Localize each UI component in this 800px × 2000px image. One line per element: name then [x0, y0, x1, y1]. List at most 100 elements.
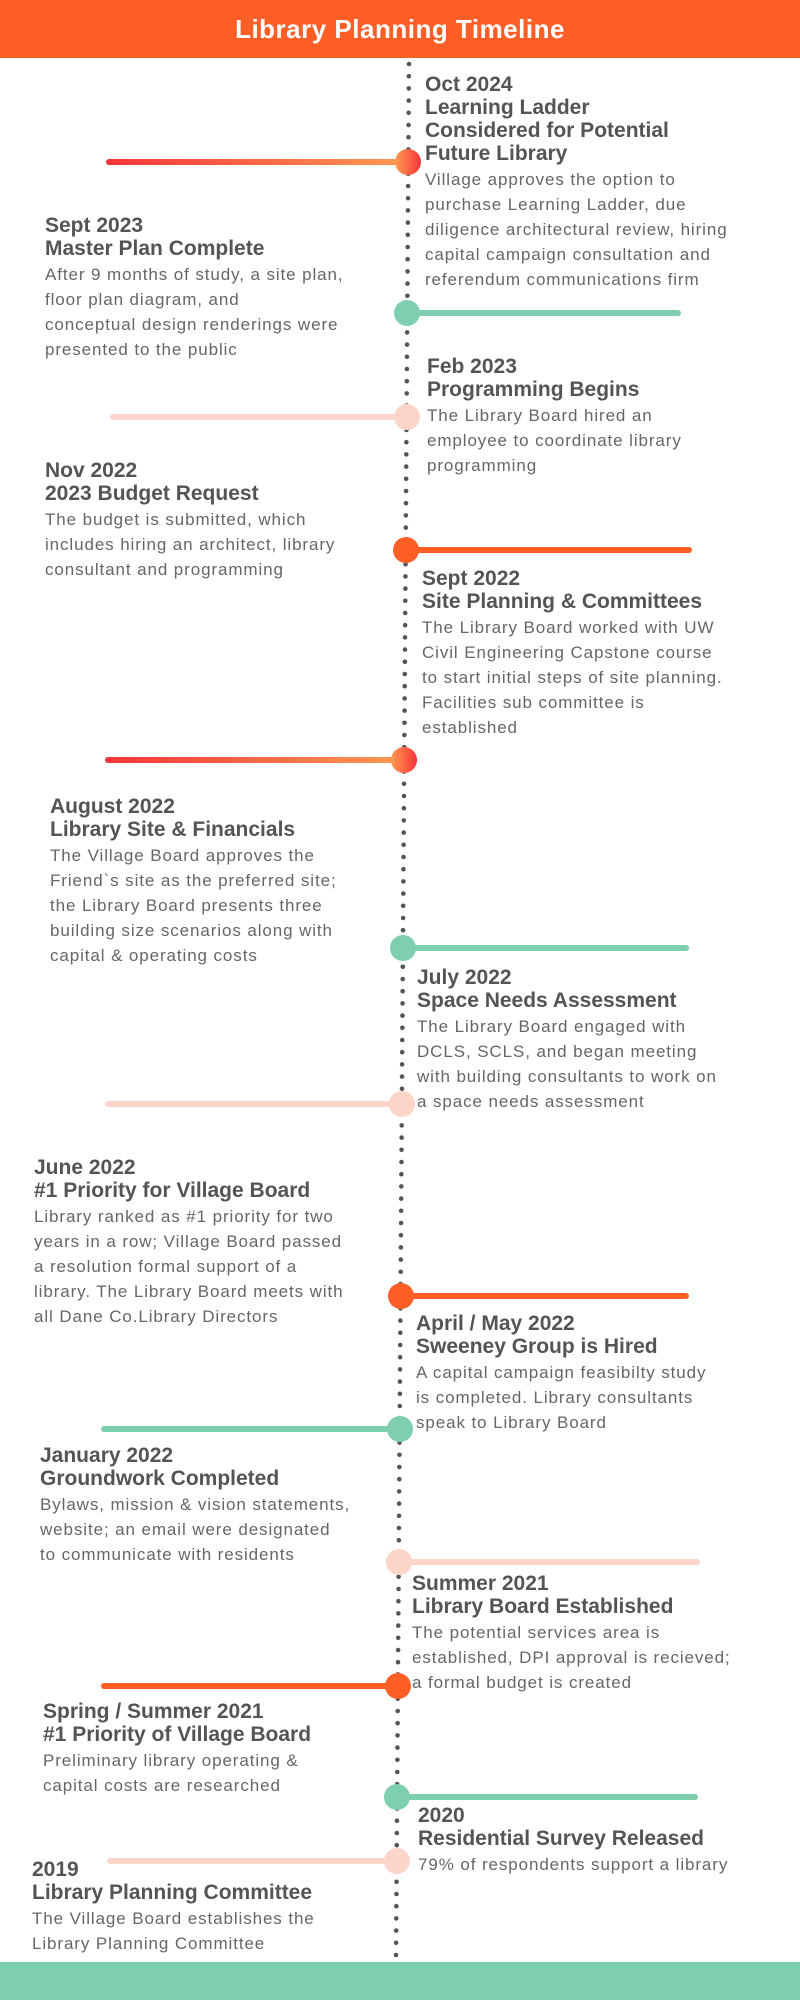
axis-dot [399, 1159, 404, 1165]
connector-line [101, 1683, 398, 1689]
axis-dot [405, 220, 411, 225]
timeline-marker [392, 537, 419, 563]
axis-dot [400, 1025, 405, 1031]
description-line: Village approves the option to [425, 170, 676, 189]
axis-dot [396, 1476, 402, 1482]
event-date: July 2022 [417, 966, 512, 989]
event-date: Sept 2022 [422, 567, 521, 590]
event-title: Groundwork Completed [40, 1467, 280, 1490]
axis-dot [394, 1903, 399, 1909]
timeline-marker [384, 1784, 411, 1810]
event-description: Preliminary library operating &capital c… [43, 1748, 311, 1798]
axis-dot [400, 927, 406, 933]
axis-dot [398, 1220, 404, 1226]
axis-dot [399, 1123, 405, 1128]
axis-dot [396, 1598, 401, 1604]
axis-dot [397, 1379, 403, 1384]
description-line: years in a row; Village Board passed [34, 1232, 343, 1251]
axis-dot [403, 488, 409, 494]
axis-dot [395, 1635, 401, 1641]
description-line: purchase Learning Ladder, due [425, 195, 687, 214]
axis-dot [403, 574, 408, 579]
axis-dot [394, 1842, 400, 1848]
axis-dot [393, 1916, 399, 1921]
description-line: The Library Board worked with UW [422, 618, 715, 637]
axis-dot [405, 293, 410, 299]
axis-dot [396, 1513, 402, 1519]
axis-dot [397, 1452, 402, 1458]
axis-dot [397, 1354, 403, 1360]
axis-dot [404, 391, 410, 396]
description-line: to communicate with residents [40, 1545, 295, 1564]
description-line: library. The Library Board meets with [34, 1282, 344, 1301]
axis-dot [393, 1952, 399, 1958]
event-description: Bylaws, mission & vision statements, webs… [40, 1492, 350, 1567]
axis-dot [394, 1818, 400, 1824]
event-date: Sept 2023 [45, 214, 144, 237]
axis-dot [401, 879, 406, 884]
connector-line [107, 1858, 397, 1864]
axis-dot [395, 1647, 401, 1653]
description-line: speak to Library Board [416, 1413, 607, 1432]
axis-dot [399, 1171, 404, 1177]
description-line: The potential services area is [412, 1623, 661, 1642]
timeline-marker [391, 747, 418, 773]
description-line: Library Planning Committee [32, 1934, 266, 1953]
description-line: diligence architectural review, hiring [425, 220, 728, 239]
axis-dot [396, 1501, 402, 1506]
axis-dot [402, 635, 408, 640]
description-line: capital costs are researched [43, 1776, 281, 1795]
axis-dot [402, 732, 407, 738]
timeline-marker [383, 1848, 410, 1874]
event-title: Sweeney Group is Hired [416, 1335, 658, 1358]
axis-dot [405, 195, 411, 201]
axis-dot [395, 1745, 400, 1750]
axis-dot [406, 122, 411, 128]
timeline-marker [394, 300, 421, 326]
axis-dot [406, 61, 412, 67]
axis-dot [402, 659, 408, 665]
event-description: After 9 months of study, a site plan,flo… [45, 262, 344, 362]
event-description: Library ranked as #1 priority for two yea… [34, 1204, 344, 1329]
event-title: Library Site & Financials [50, 818, 296, 841]
axis-dot [403, 476, 409, 482]
axis-dot [405, 232, 411, 238]
axis-dot [401, 818, 407, 823]
axis-dot [400, 1013, 405, 1018]
event-date: Nov 2022 [45, 459, 138, 482]
axis-dot [399, 1147, 404, 1153]
axis-dot [397, 1330, 403, 1336]
description-line: all Dane Co.Library Directors [34, 1307, 279, 1326]
axis-dot [402, 720, 407, 726]
axis-dot [399, 1074, 405, 1079]
axis-dot [395, 1757, 400, 1763]
axis-dot [402, 696, 407, 701]
axis-dot [395, 1708, 401, 1714]
axis-dot [400, 903, 406, 909]
description-line: website; an email were designated [40, 1520, 331, 1539]
axis-dot [403, 525, 409, 530]
axis-dot [399, 1062, 405, 1067]
description-line: a formal budget is created [412, 1673, 632, 1692]
axis-dot [398, 1208, 404, 1214]
axis-dot [404, 378, 410, 384]
axis-dot [396, 1537, 402, 1543]
description-line: Library ranked as #1 priority for two [34, 1207, 334, 1226]
axis-dot [403, 464, 409, 469]
axis-dot [405, 256, 410, 262]
description-line: Bylaws, mission & vision statements, [40, 1495, 351, 1514]
connector-line [101, 1426, 400, 1432]
event-title: Master Plan Complete [45, 237, 265, 260]
description-line: capital campaign consultation and [425, 245, 711, 264]
axis-dot [400, 964, 406, 970]
description-line: with building consultants to work on [417, 1067, 717, 1086]
axis-dot [396, 1574, 401, 1580]
